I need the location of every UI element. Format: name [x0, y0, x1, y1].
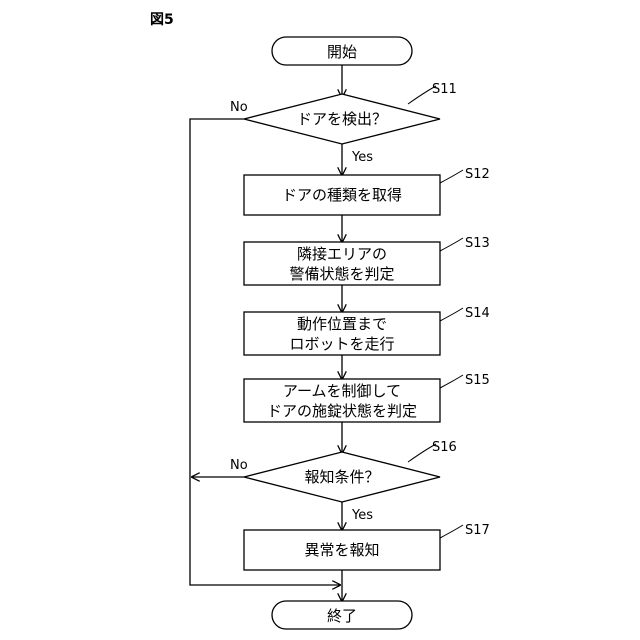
s11-no-label: No [230, 100, 248, 115]
step-id-leader-s17 [440, 525, 463, 538]
step-id-leader-s12 [440, 170, 463, 183]
decision-s16: 報知条件？ S16 [244, 440, 457, 502]
figure-label: 図5 [150, 12, 174, 28]
s16-no-label: No [230, 458, 248, 473]
process-s13-line1: 隣接エリアの [297, 245, 387, 263]
end-label: 終了 [327, 607, 357, 625]
step-id-leader-s15 [440, 375, 463, 388]
process-s13-line2: 警備状態を判定 [289, 265, 394, 283]
step-id-s15: S15 [465, 373, 490, 388]
decision-s11-text: ドアを検出？ [297, 110, 387, 128]
step-id-s13: S13 [465, 236, 490, 251]
step-id-leader-s14 [440, 308, 463, 321]
step-id-s14: S14 [465, 306, 490, 321]
step-id-s12: S12 [465, 167, 490, 182]
step-id-s17: S17 [465, 523, 490, 538]
s16-yes-label: Yes [351, 508, 373, 523]
step-id-s11: S11 [432, 82, 457, 97]
process-s15-line2: ドアの施錠状態を判定 [267, 402, 417, 420]
process-s15: アームを制御して ドアの施錠状態を判定 S15 [244, 373, 490, 422]
end-terminal: 終了 [272, 601, 412, 629]
process-s14-line1: 動作位置まで [297, 315, 387, 333]
process-s12: ドアの種類を取得 S12 [244, 167, 490, 215]
process-s15-line1: アームを制御して [283, 382, 401, 400]
process-s14-line2: ロボットを走行 [289, 335, 394, 353]
process-s12-text: ドアの種類を取得 [282, 186, 402, 204]
process-s17: 異常を報知 S17 [244, 523, 490, 570]
step-id-leader-s13 [440, 238, 463, 251]
decision-s16-text: 報知条件？ [304, 468, 379, 486]
process-s13: 隣接エリアの 警備状態を判定 S13 [244, 236, 490, 285]
s11-yes-label: Yes [351, 150, 373, 165]
process-s17-text: 異常を報知 [304, 541, 379, 559]
step-id-s16: S16 [432, 440, 457, 455]
process-s14: 動作位置まで ロボットを走行 S14 [244, 306, 490, 355]
decision-s11: ドアを検出？ S11 [244, 82, 457, 144]
start-terminal: 開始 [272, 37, 412, 65]
start-label: 開始 [327, 43, 357, 61]
